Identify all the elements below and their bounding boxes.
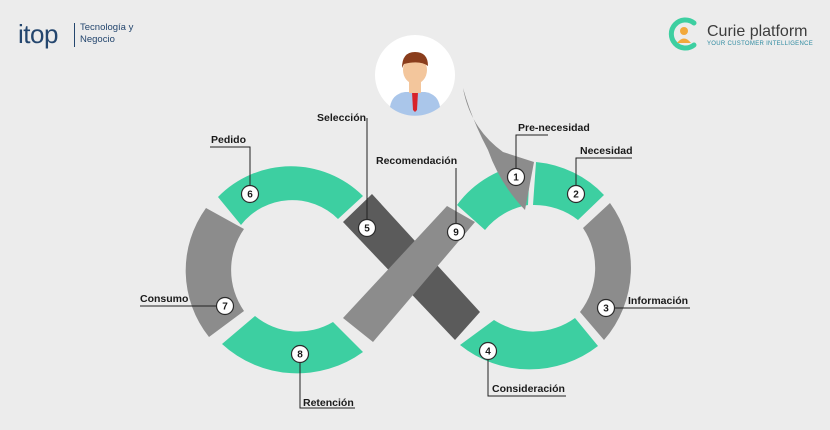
curie-name: Curie platform <box>707 23 807 41</box>
step-number: 4 <box>485 347 491 358</box>
step-badge-6: 6 <box>240 184 260 204</box>
step-badge-circle <box>215 296 235 316</box>
itop-separator <box>74 23 75 47</box>
step-number: 9 <box>453 228 459 239</box>
curie-name-main: Curie <box>707 23 746 40</box>
step-badge-circle <box>240 184 260 204</box>
step-badge-circle <box>506 167 526 187</box>
step-number: 8 <box>297 350 303 361</box>
step-badge-circle <box>566 184 586 204</box>
itop-logo: itop Tecnología y Negocio <box>18 18 158 52</box>
label-recomendacion: Recomendación <box>376 155 458 167</box>
curie-mark-icon <box>668 17 697 51</box>
step-number: 5 <box>364 224 370 235</box>
label-retencion: Retención <box>303 397 354 409</box>
segment-consumo <box>185 208 244 337</box>
step-badge-1: 1 <box>506 167 526 187</box>
step-badge-circle <box>290 344 310 364</box>
itop-wordmark: itop <box>18 19 58 49</box>
label-seleccion: Selección <box>317 112 367 124</box>
segment-retencion <box>222 316 363 374</box>
step-badge-4: 4 <box>478 341 498 361</box>
step-badge-circle <box>357 218 377 238</box>
curie-logo: Curie platform YOUR CUSTOMER INTELLIGENC… <box>664 14 824 54</box>
step-number: 3 <box>603 304 609 315</box>
step-badge-9: 9 <box>446 222 466 242</box>
customer-avatar-icon <box>375 35 455 116</box>
step-number: 7 <box>222 302 228 313</box>
step-badge-3: 3 <box>596 298 616 318</box>
label-consideracion: Consideración <box>492 383 565 395</box>
itop-tagline: Tecnología y Negocio <box>80 22 170 46</box>
itop-tagline-line1: Tecnología y <box>80 22 134 33</box>
label-informacion: Información <box>628 295 689 307</box>
band-recomendacion <box>343 206 475 342</box>
step-badge-8: 8 <box>290 344 310 364</box>
label-consumo: Consumo <box>140 293 189 305</box>
label-pedido: Pedido <box>211 134 247 146</box>
step-badge-5: 5 <box>357 218 377 238</box>
label-pre-necesidad: Pre-necesidad <box>518 122 590 134</box>
segment-pedido <box>218 166 363 225</box>
step-badge-7: 7 <box>215 296 235 316</box>
step-number: 2 <box>573 190 579 201</box>
curie-tagline: YOUR CUSTOMER INTELLIGENCE <box>707 41 814 47</box>
segment-consideracion <box>460 318 598 370</box>
step-badge-2: 2 <box>566 184 586 204</box>
step-number: 6 <box>247 190 253 201</box>
itop-tagline-line2: Negocio <box>80 34 115 45</box>
step-number: 1 <box>513 173 519 184</box>
segment-informacion <box>580 203 631 340</box>
step-badge-circle <box>446 222 466 242</box>
curie-name-suffix: platform <box>749 23 808 40</box>
label-necesidad: Necesidad <box>580 145 633 157</box>
step-badge-circle <box>596 298 616 318</box>
step-badge-circle <box>478 341 498 361</box>
